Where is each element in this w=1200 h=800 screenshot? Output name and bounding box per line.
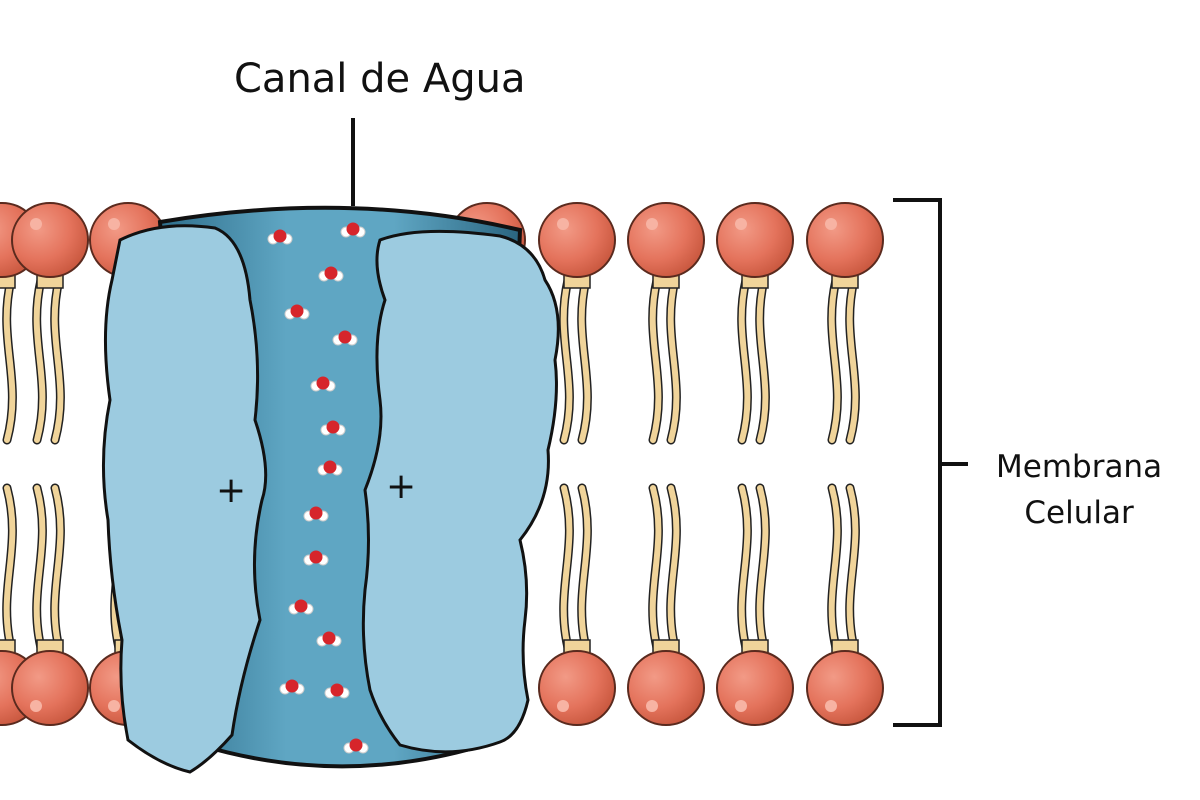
phospholipid (806, 483, 884, 726)
oxygen-atom (324, 266, 338, 280)
oxygen-atom (309, 506, 323, 520)
water-molecules (267, 222, 369, 754)
lipid-head (538, 650, 616, 726)
oxygen-atom (323, 460, 337, 474)
oxygen-atom (273, 229, 287, 243)
lipid-head-highlight (557, 700, 569, 712)
water-molecule (303, 506, 329, 522)
lipid-head-highlight (108, 218, 120, 230)
oxygen-atom (338, 330, 352, 344)
charge-symbol-right: + (386, 466, 417, 507)
lipid-tail-fill (756, 485, 769, 651)
water-molecule (267, 229, 293, 245)
water-molecule (310, 376, 336, 392)
channel-title: Canal de Agua (234, 56, 526, 102)
water-molecule (316, 631, 342, 647)
membrane-label-line2: Celular (1024, 495, 1134, 531)
lipid-head-highlight (557, 218, 569, 230)
lipid-tail-fill (667, 485, 680, 651)
oxygen-atom (309, 550, 323, 564)
lipid-tail-fill (578, 485, 591, 651)
oxygen-atom (326, 420, 340, 434)
oxygen-atom (330, 683, 344, 697)
phospholipid (627, 483, 705, 726)
protein-left-half (101, 224, 268, 774)
membrane-label-line1: Membrana (996, 449, 1163, 485)
lipid-tail-fill (756, 277, 769, 443)
lipid-tail-fill (560, 485, 573, 651)
water-molecule (288, 599, 314, 615)
water-molecule (324, 683, 350, 699)
lipid-tail-fill (3, 277, 16, 443)
charge-symbol-left: + (216, 470, 247, 511)
lipid-head-highlight (30, 218, 42, 230)
water-molecule (340, 222, 366, 238)
protein-right-half (361, 229, 560, 754)
lipid-tail-fill (649, 485, 662, 651)
lipid-head (806, 650, 884, 726)
lipid-head-highlight (735, 700, 747, 712)
oxygen-atom (322, 631, 336, 645)
water-molecule (279, 679, 305, 695)
water-molecule (332, 330, 358, 346)
oxygen-atom (316, 376, 330, 390)
membrane-bracket (893, 198, 968, 727)
lipid-head-highlight (825, 700, 837, 712)
water-molecule (317, 460, 343, 476)
lipid-tail-fill (738, 277, 751, 443)
lipid-head-highlight (646, 700, 658, 712)
lipid-tail-fill (649, 277, 662, 443)
lipid-head (806, 202, 884, 278)
water-molecule (318, 266, 344, 282)
oxygen-atom (294, 599, 308, 613)
membrane-label: Membrana Celular (996, 444, 1162, 536)
lipid-tail-fill (828, 485, 841, 651)
phospholipid (11, 483, 89, 726)
oxygen-atom (290, 304, 304, 318)
lipid-head-highlight (735, 218, 747, 230)
phospholipid (538, 202, 616, 445)
lipid-tail-fill (846, 277, 859, 443)
lipid-head-highlight (108, 700, 120, 712)
lipid-head-highlight (825, 218, 837, 230)
phospholipid (627, 202, 705, 445)
lipid-head (11, 650, 89, 726)
lipid-tail-fill (738, 485, 751, 651)
water-molecule (303, 550, 329, 566)
water-channel-protein (101, 205, 560, 774)
phospholipid (806, 202, 884, 445)
oxygen-atom (346, 222, 360, 236)
water-molecule (320, 420, 346, 436)
lipid-tail-fill (846, 485, 859, 651)
lipid-tail-fill (51, 485, 64, 651)
water-molecule (343, 738, 369, 754)
lipid-tail-fill (3, 485, 16, 651)
lipid-tail-fill (578, 277, 591, 443)
phospholipid (538, 483, 616, 726)
lipid-head (716, 202, 794, 278)
lipid-tail-fill (560, 277, 573, 443)
water-molecule (284, 304, 310, 320)
lipid-tail-fill (33, 485, 46, 651)
lipid-head-highlight (30, 700, 42, 712)
oxygen-atom (285, 679, 299, 693)
lipid-tail-fill (828, 277, 841, 443)
lipid-head (716, 650, 794, 726)
lipid-head (11, 202, 89, 278)
phospholipid (716, 483, 794, 726)
oxygen-atom (349, 738, 363, 752)
lipid-tail-fill (51, 277, 64, 443)
phospholipid (11, 202, 89, 445)
lipid-tail-fill (33, 277, 46, 443)
lipid-tail-fill (667, 277, 680, 443)
lipid-head-highlight (646, 218, 658, 230)
lipid-head (538, 202, 616, 278)
lipid-head (627, 650, 705, 726)
phospholipid (716, 202, 794, 445)
lipid-head (627, 202, 705, 278)
